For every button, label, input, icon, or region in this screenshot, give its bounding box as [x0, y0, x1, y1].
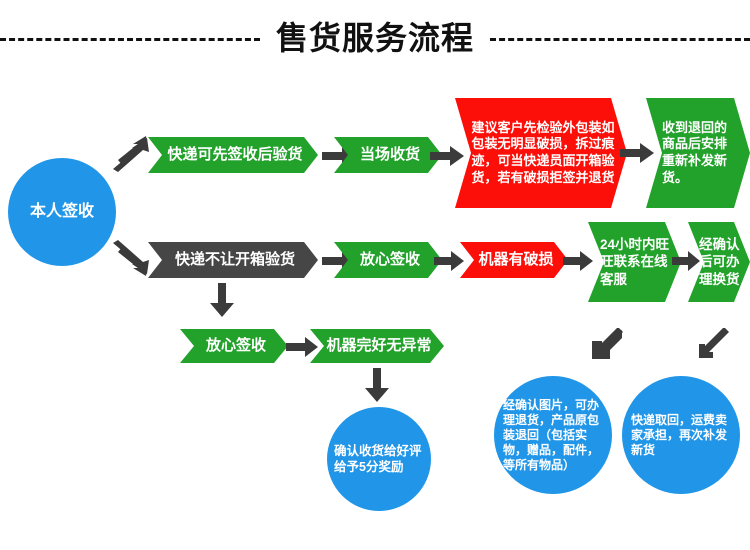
start-node-personal-signature[interactable]: 本人签收 — [8, 158, 116, 266]
arrow-right-icon — [430, 146, 464, 166]
node-machine-intact[interactable]: 机器完好无异常 — [310, 329, 444, 363]
outcome-label: 确认收货给好评给予5分奖励 — [334, 443, 422, 474]
node-label: 机器完好无异常 — [326, 337, 432, 355]
arrow-down-right-icon — [112, 240, 152, 276]
arrow-down-icon — [208, 283, 236, 317]
arrow-right-icon — [620, 143, 654, 163]
node-inspect-packaging-advice[interactable]: 建议客户先检验外包装如包装无明显破损，拆过痕迹，可当快递员面开箱验货，若有破损拒… — [455, 98, 627, 208]
outcome-courier-pickup-reship[interactable]: 快递取回，运费卖家承担，再次补发新货 — [622, 376, 740, 494]
arrow-right-icon — [286, 337, 318, 357]
node-receive-on-spot[interactable]: 当场收货 — [334, 137, 442, 173]
node-label: 放心签收 — [205, 337, 266, 355]
node-label: 快递可先签收后验货 — [167, 146, 303, 164]
page-title-row: 售货服务流程 — [0, 14, 750, 62]
node-label: 快递不让开箱验货 — [174, 251, 295, 269]
arrow-down-icon — [363, 368, 391, 402]
start-node-label: 本人签收 — [29, 203, 94, 220]
node-contact-service-24h[interactable]: 24小时内旺旺联系在线客服 — [588, 222, 681, 302]
page-title: 售货服务流程 — [276, 20, 475, 56]
node-express-no-open-inspect[interactable]: 快递不让开箱验货 — [148, 242, 318, 278]
node-express-sign-then-inspect[interactable]: 快递可先签收后验货 — [148, 137, 318, 173]
node-label: 24小时内旺旺联系在线客服 — [600, 237, 670, 287]
node-label: 经确认后可办理换货 — [699, 237, 740, 287]
outcome-refund-return-goods[interactable]: 经确认图片，可办理退货，产品原包装退回（包括实物，赠品，配件，等所有物品） — [494, 376, 612, 494]
node-reship-after-return[interactable]: 收到退回的商品后安排重新补发新货。 — [646, 98, 750, 208]
arrow-down-left-icon — [592, 328, 624, 360]
arrow-down-left-icon — [698, 328, 730, 360]
arrow-right-icon — [672, 251, 700, 271]
outcome-label: 快递取回，运费卖家承担，再次补发新货 — [631, 412, 728, 457]
node-sign-with-confidence-bottom[interactable]: 放心签收 — [180, 329, 288, 363]
node-label: 放心签收 — [359, 251, 420, 269]
node-label: 收到退回的商品后安排重新补发新货。 — [662, 119, 728, 185]
arrow-right-icon — [563, 251, 593, 271]
node-machine-damaged[interactable]: 机器有破损 — [460, 242, 568, 278]
outcome-label: 经确认图片，可办理退货，产品原包装退回（包括实物，赠品，配件，等所有物品） — [503, 397, 600, 472]
node-sign-with-confidence-mid[interactable]: 放心签收 — [334, 242, 442, 278]
node-label: 当场收货 — [359, 146, 420, 164]
node-label: 建议客户先检验外包装如包装无明显破损，拆过痕迹，可当快递员面开箱验货，若有破损拒… — [471, 119, 615, 185]
arrow-up-right-icon — [112, 136, 152, 172]
node-label: 机器有破损 — [478, 251, 554, 269]
arrow-right-icon — [434, 251, 464, 271]
outcome-confirm-receipt-review[interactable]: 确认收货给好评给予5分奖励 — [327, 407, 431, 511]
title-divider-right — [490, 37, 750, 41]
title-divider-left — [0, 37, 260, 41]
